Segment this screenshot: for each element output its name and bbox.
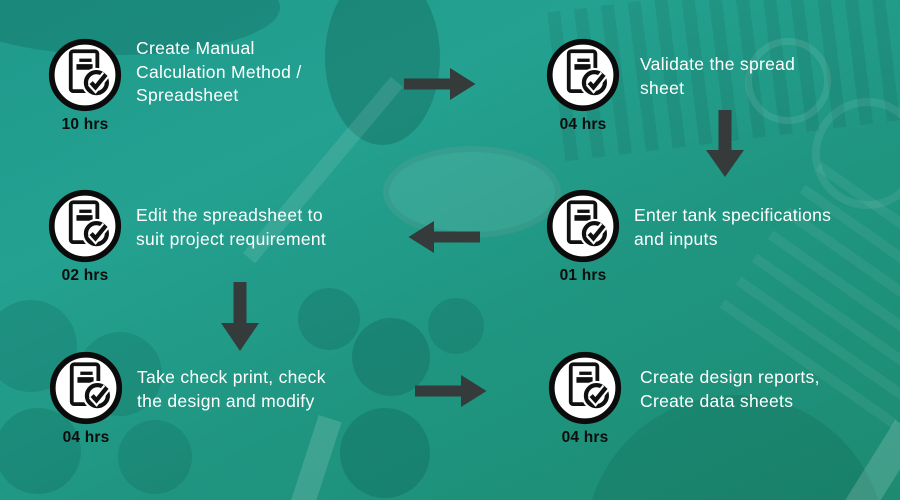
step-hours: 01 hrs xyxy=(559,267,607,284)
bg-silo-shape xyxy=(298,288,360,350)
bg-clarifier-shape xyxy=(383,146,561,238)
step-4: 02 hrs Edit the spreadsheet to suit proj… xyxy=(47,188,377,318)
document-check-icon xyxy=(547,350,623,426)
bg-clarifier-ring-shape xyxy=(812,98,900,209)
step-1: 10 hrs Create Manual Calculation Method … xyxy=(47,37,377,167)
step-2: 04 hrs Validate the spread sheet xyxy=(545,37,875,167)
document-check-icon xyxy=(47,188,123,264)
step-hours: 04 hrs xyxy=(62,429,110,446)
arrow-right-icon xyxy=(404,67,476,106)
step-title: Create design reports, Create data sheet… xyxy=(640,367,820,411)
step-hours: 10 hrs xyxy=(61,116,109,133)
arrow-right-icon xyxy=(415,374,487,413)
bg-clarifier-ring-shape xyxy=(745,38,831,124)
document-check-icon xyxy=(545,188,621,264)
bg-tank-shape xyxy=(118,420,192,494)
document-check-icon xyxy=(48,350,124,426)
step-title: Take check print, check the design and m… xyxy=(137,367,326,411)
step-title: Create Manual Calculation Method / Sprea… xyxy=(136,38,302,105)
bg-tank-shape xyxy=(0,408,81,494)
bg-silo-shape xyxy=(428,298,484,354)
bg-silo-shape xyxy=(340,408,430,498)
document-check-icon xyxy=(545,37,621,113)
bg-silo-shape xyxy=(352,318,430,396)
step-title: Enter tank specifications and inputs xyxy=(634,205,832,249)
arrow-down-icon xyxy=(220,282,260,357)
step-3: 01 hrs Enter tank specifications and inp… xyxy=(545,188,875,318)
document-check-icon xyxy=(47,37,123,113)
step-6: 04 hrs Create design reports, Create dat… xyxy=(547,350,877,480)
step-hours: 04 hrs xyxy=(559,116,607,133)
step-5: 04 hrs Take check print, check the desig… xyxy=(48,350,378,480)
step-title: Edit the spreadsheet to suit project req… xyxy=(136,205,327,249)
arrow-left-icon xyxy=(405,220,480,259)
arrow-down-icon xyxy=(705,110,745,183)
step-hours: 04 hrs xyxy=(561,429,609,446)
bg-trees-shape xyxy=(325,0,440,145)
step-hours: 02 hrs xyxy=(61,267,109,284)
step-title: Validate the spread sheet xyxy=(640,54,796,98)
